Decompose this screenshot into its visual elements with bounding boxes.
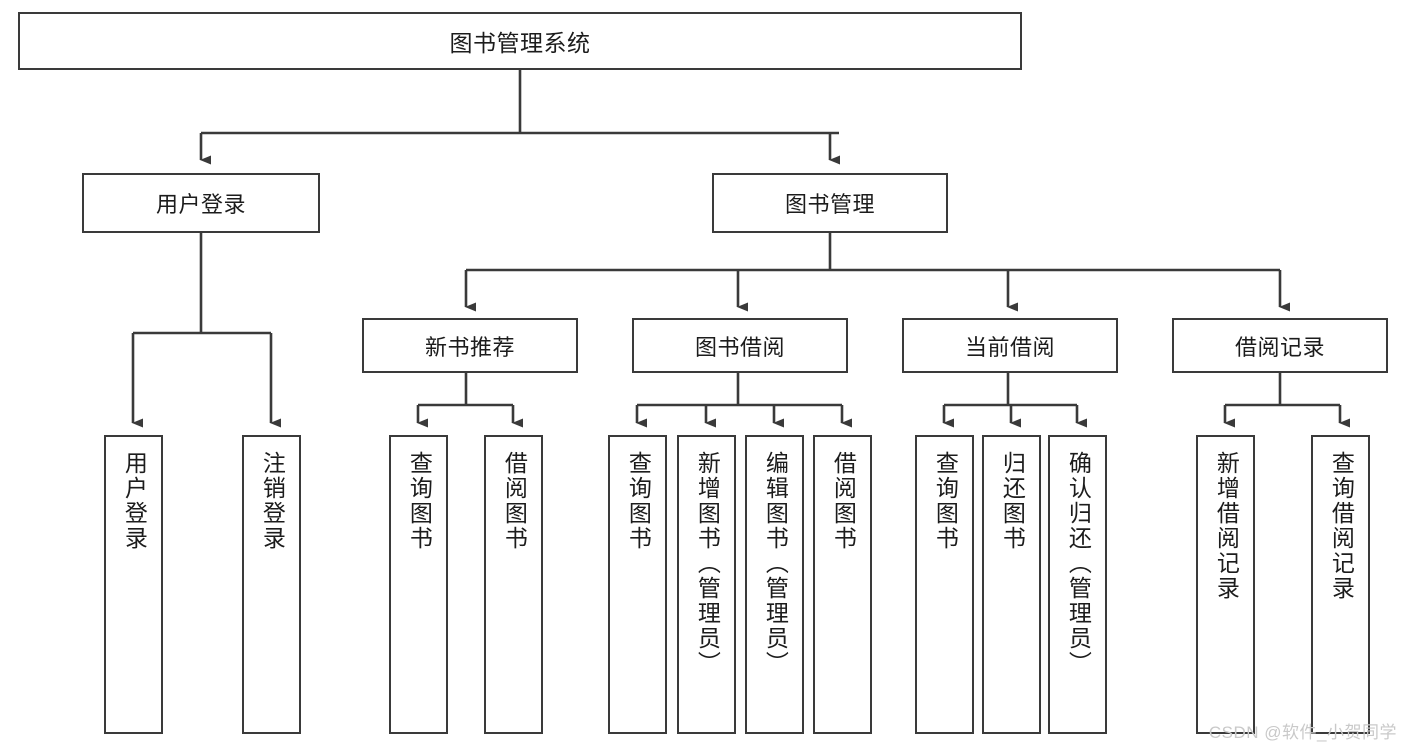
node-label: 确认归还（管理员） xyxy=(1065,451,1092,676)
node-label: 新增借阅记录 xyxy=(1213,451,1240,601)
node-label: 图书借阅 xyxy=(694,334,785,360)
node-label: 图书管理系统 xyxy=(449,30,591,56)
watermark-text: CSDN @软件_小贺同学 xyxy=(1208,723,1397,742)
node-label: 编辑图书（管理员） xyxy=(762,451,789,676)
node-user-login[interactable]: 用户登录 xyxy=(82,173,320,233)
node-label: 注销登录 xyxy=(259,451,286,551)
leaf-user-login-login[interactable]: 用户登录 xyxy=(104,435,163,734)
node-label: 借阅图书 xyxy=(501,451,528,551)
node-label: 借阅记录 xyxy=(1234,334,1325,360)
node-label: 归还图书 xyxy=(999,451,1026,551)
node-label: 图书管理 xyxy=(784,192,875,217)
leaf-new-book-borrow-book[interactable]: 借阅图书 xyxy=(484,435,543,734)
leaf-book-borrow-add-book-admin[interactable]: 新增图书（管理员） xyxy=(677,435,736,734)
leaf-borrow-record-query-record[interactable]: 查询借阅记录 xyxy=(1311,435,1370,734)
leaf-current-borrow-return-book[interactable]: 归还图书 xyxy=(982,435,1041,734)
leaf-book-borrow-query-book[interactable]: 查询图书 xyxy=(608,435,667,734)
leaf-current-borrow-confirm-return-admin[interactable]: 确认归还（管理员） xyxy=(1048,435,1107,734)
node-label: 用户登录 xyxy=(155,192,246,217)
leaf-book-borrow-borrow-book[interactable]: 借阅图书 xyxy=(813,435,872,734)
node-borrow-record[interactable]: 借阅记录 xyxy=(1172,318,1388,373)
node-book-borrow[interactable]: 图书借阅 xyxy=(632,318,848,373)
node-label: 新增图书（管理员） xyxy=(694,451,721,676)
node-label: 查询借阅记录 xyxy=(1328,451,1355,601)
node-label: 查询图书 xyxy=(406,451,433,551)
node-book-management[interactable]: 图书管理 xyxy=(712,173,948,233)
node-label: 查询图书 xyxy=(932,451,959,551)
node-label: 新书推荐 xyxy=(424,334,515,360)
node-new-book-recommendation[interactable]: 新书推荐 xyxy=(362,318,578,373)
node-label: 查询图书 xyxy=(625,451,652,551)
leaf-new-book-query-book[interactable]: 查询图书 xyxy=(389,435,448,734)
node-root-book-management-system[interactable]: 图书管理系统 xyxy=(18,12,1022,70)
node-label: 借阅图书 xyxy=(830,451,857,551)
leaf-book-borrow-edit-book-admin[interactable]: 编辑图书（管理员） xyxy=(745,435,804,734)
node-label: 当前借阅 xyxy=(964,334,1055,360)
leaf-current-borrow-query-book[interactable]: 查询图书 xyxy=(915,435,974,734)
leaf-borrow-record-add-record[interactable]: 新增借阅记录 xyxy=(1196,435,1255,734)
node-current-borrow[interactable]: 当前借阅 xyxy=(902,318,1118,373)
leaf-user-login-logout[interactable]: 注销登录 xyxy=(242,435,301,734)
node-label: 用户登录 xyxy=(121,451,148,551)
